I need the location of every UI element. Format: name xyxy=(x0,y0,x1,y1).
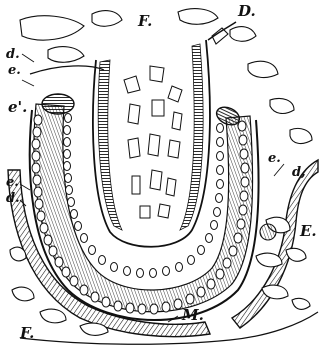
upper-tissue-cells xyxy=(20,9,312,144)
label-d-right: d, xyxy=(292,166,306,179)
label-E: E. xyxy=(300,224,317,239)
crypt-opening-left xyxy=(42,94,74,114)
label-F-top: F. xyxy=(138,14,152,29)
label-e-left: e. xyxy=(6,176,19,189)
label-e-prime: e'. xyxy=(8,100,27,115)
label-d-top-left: d. xyxy=(6,48,20,61)
central-core-hatch-right xyxy=(180,44,203,230)
label-D: D. xyxy=(238,4,256,19)
label-e-right: e. xyxy=(268,152,281,165)
upper-fold-line xyxy=(30,66,104,74)
label-e-top-left: e. xyxy=(8,64,21,77)
label-d-left: d. xyxy=(6,192,20,205)
central-core-hatch xyxy=(98,60,122,230)
label-F-bottom: F. xyxy=(20,326,34,341)
label-M: M. xyxy=(182,308,204,323)
core-cells xyxy=(124,66,182,218)
